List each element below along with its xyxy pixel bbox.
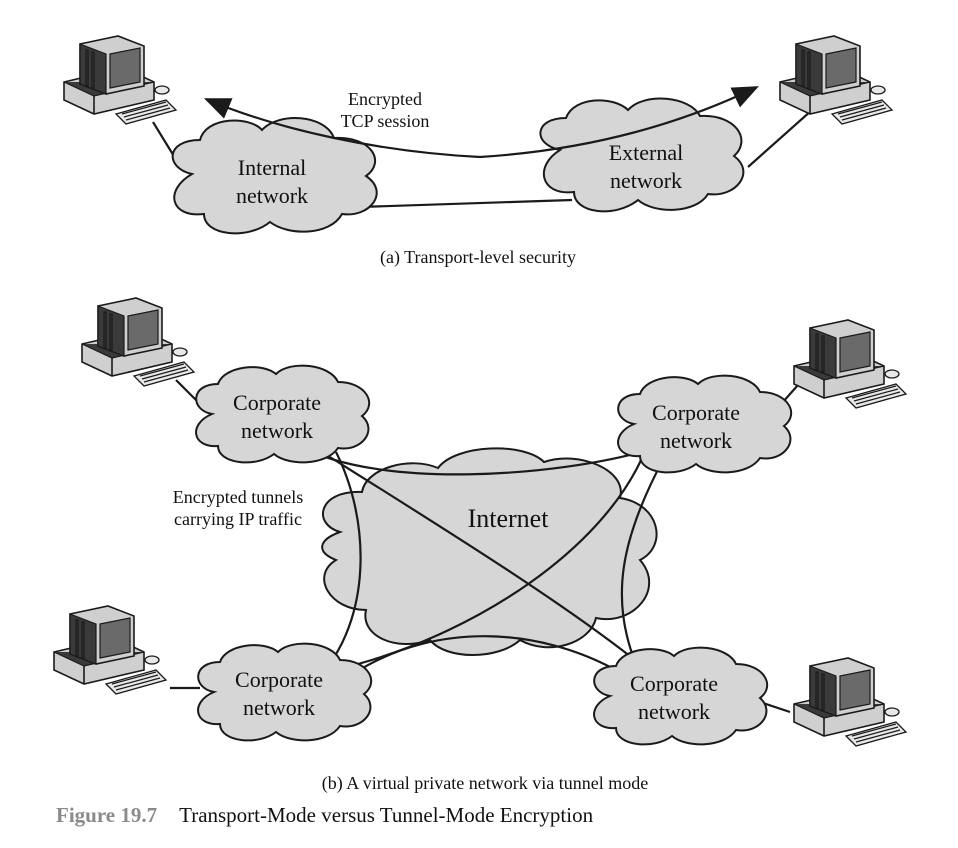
tunnels-label-line2: carrying IP traffic	[174, 509, 302, 529]
link-right-computer-external	[747, 109, 813, 168]
corporate-network-label-line1: Corporate	[233, 390, 321, 415]
session-label-line2: TCP session	[341, 111, 430, 131]
computer-icon	[63, 35, 177, 125]
internal-network-label-line1: Internal	[238, 155, 306, 180]
figure-title: Transport-Mode versus Tunnel-Mode Encryp…	[179, 803, 594, 827]
corporate-network-label-line2: network	[638, 699, 710, 724]
encrypted-tcp-session-arrow	[203, 98, 481, 159]
corporate-network-label-line1: Corporate	[235, 667, 323, 692]
tunnel-tl-bl	[327, 451, 362, 667]
external-network-label-line1: External	[609, 140, 684, 165]
external-network-label-line2: network	[610, 168, 682, 193]
computer-icon	[793, 657, 907, 747]
part-b-caption: (b) A virtual private network via tunnel…	[322, 773, 648, 794]
link-internal-external	[359, 198, 573, 209]
encryption-diagram: Internal network External network Encryp…	[53, 35, 907, 794]
corporate-network-label-line2: network	[243, 695, 315, 720]
corporate-network-cloud: Corporate network	[617, 374, 793, 474]
corporate-network-cloud: Corporate network	[593, 646, 769, 746]
internet-label: Internet	[468, 504, 550, 533]
corporate-network-label-line2: network	[660, 428, 732, 453]
encrypted-tunnels	[299, 441, 665, 673]
external-network-cloud: External network	[539, 97, 745, 213]
corporate-network-label-line1: Corporate	[630, 671, 718, 696]
corporate-network-label-line1: Corporate	[652, 400, 740, 425]
computer-icon	[793, 319, 907, 409]
part-a-transport: Internal network External network Encryp…	[63, 35, 893, 268]
corporate-network-cloud: Corporate network	[197, 642, 373, 742]
figure-caption: Figure 19.7 Transport-Mode versus Tunnel-…	[56, 803, 593, 828]
internal-network-cloud: Internal network	[171, 117, 378, 235]
tunnel-tl-br	[305, 441, 641, 665]
computer-icon	[779, 35, 893, 125]
figure-number: Figure 19.7	[56, 803, 158, 827]
part-a-caption: (a) Transport-level security	[380, 247, 576, 268]
session-label-line1: Encrypted	[348, 89, 422, 109]
internet-cloud: Internet	[321, 447, 658, 656]
tunnel-tr-br	[620, 457, 665, 665]
computer-icon	[53, 605, 167, 695]
encrypted-tcp-session-arrow-right	[479, 86, 759, 159]
part-b-tunnel: Internet Corporate network Corporate net…	[53, 297, 907, 794]
computer-icon	[81, 297, 195, 387]
corporate-network-label-line2: network	[241, 418, 313, 443]
internal-network-label-line2: network	[236, 183, 308, 208]
corporate-network-cloud: Corporate network	[195, 364, 371, 464]
tunnel-bl-br	[355, 635, 613, 673]
tunnels-label-line1: Encrypted tunnels	[173, 487, 303, 507]
